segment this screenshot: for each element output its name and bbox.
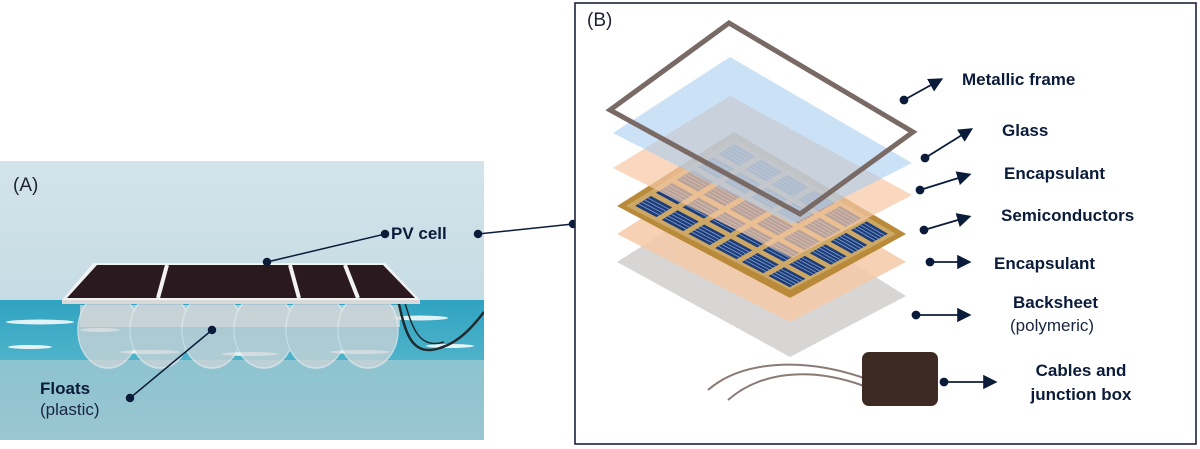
cell-line [818,247,841,261]
panel-a-letter: (A) [13,175,39,196]
cell-line [857,226,879,240]
solar-cell [688,224,726,246]
cell-line [812,250,835,264]
cell-line [863,222,885,236]
cell-line [795,260,817,273]
cell-line [792,262,814,275]
semiconductors-label: Semiconductors [1001,206,1135,225]
panel-b-letter: (B) [587,10,613,31]
floats-sub-label: (plastic) [40,400,100,419]
cell-line [765,248,788,261]
cell-line [700,226,723,239]
cell-line [685,204,708,218]
cell-line [641,201,663,214]
cell-line [744,259,767,272]
cell-line [822,245,844,259]
cell-line [777,270,800,283]
cell-line [712,219,734,232]
cell-line [768,246,791,259]
cell-line [754,254,776,267]
backsheet-sub-label: (polymeric) [1010,316,1095,335]
cell-line [853,228,876,241]
cell-line [780,268,803,281]
cell-line [694,229,717,242]
cell-line [860,224,882,238]
backsheet-label: Backsheet [1013,293,1099,312]
cell-line [727,240,750,253]
cell-line [638,203,660,216]
cell-line [836,237,859,251]
pv-cell-label: PV cell [391,224,447,243]
cell-line [647,197,670,210]
cell-line [697,227,720,240]
solar-cell [715,238,753,260]
cell-line [815,249,838,262]
cell-line [691,231,714,244]
cell-line [774,272,797,285]
cell-line [801,257,824,270]
solar-cell [661,210,699,232]
junction-box [862,352,938,406]
pv-panel [67,265,415,298]
cell-line [718,245,740,258]
glass-layer [613,57,912,224]
cell-line [671,213,693,226]
cell-line [721,243,743,256]
solar-cell [768,267,806,288]
glass-label: Glass [1002,121,1049,140]
cell-line [798,258,820,272]
encapsulant-bottom-label: Encapsulant [994,254,1096,273]
deep-water [0,360,484,440]
cell-line [839,236,862,249]
cables-label-line2: junction box [1030,385,1132,404]
panel-b-arrows [899,78,998,390]
solar-cell [830,232,868,254]
cell-line [833,239,855,253]
solar-cell [741,253,779,274]
cables-label-line1: Cables and [1035,361,1127,380]
cell-line [842,234,865,248]
cell-line [674,211,696,224]
panel-a-scene [0,161,484,440]
cell-line [667,215,690,228]
floats-label: Floats [40,379,91,398]
cell-line [738,233,761,246]
cable [396,299,484,352]
pv-panel-dividers [156,264,360,299]
cell-line [751,256,773,269]
solar-cell [850,221,888,243]
metallic-frame-label: Metallic frame [962,70,1076,89]
cables [707,363,865,401]
cell-line [664,217,687,230]
encapsulant-top-label: Encapsulant [1004,164,1106,183]
cell-line [747,258,770,271]
metallic-frame-layer [605,20,918,217]
solar-cell [809,244,847,265]
cell-line [771,273,794,286]
cell-line [724,242,747,255]
solar-cell [789,255,827,277]
cell-line [644,199,667,212]
solar-cell [635,195,673,218]
